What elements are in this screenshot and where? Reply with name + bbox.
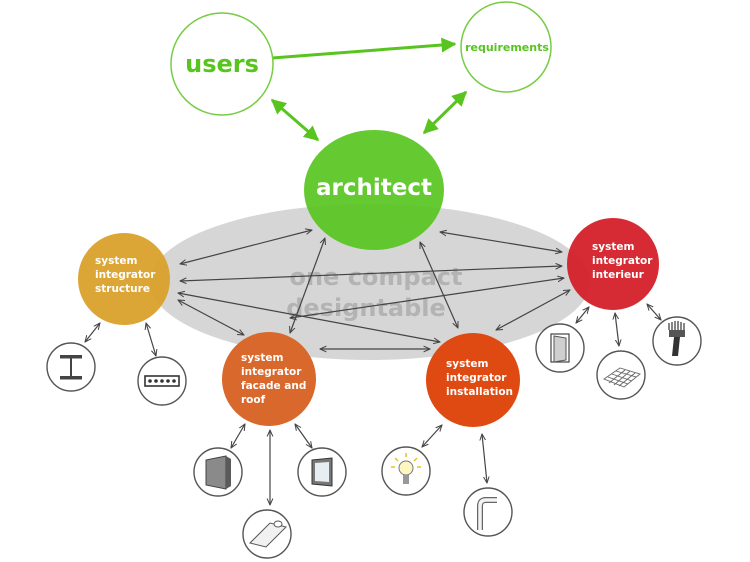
structure-label-line-3: structure	[95, 283, 150, 295]
interieur-label-line-2: integrator	[592, 255, 653, 267]
requirements-circle	[460, 1, 552, 93]
connection-arrows	[178, 230, 570, 349]
interieur-label-line-3: interieur	[592, 269, 645, 281]
designtable-label-line-1: one compact	[289, 263, 462, 291]
requirements-node: requirements	[460, 1, 552, 93]
facade-label-line-3: facade and	[241, 380, 306, 392]
steel-beam-icon	[46, 342, 96, 392]
top-arrows	[270, 37, 468, 142]
arrow-architect-interieur	[440, 232, 562, 252]
users-node: users	[170, 12, 274, 116]
product-arrows	[85, 304, 661, 505]
brush-icon	[652, 316, 702, 366]
arrow-interieur-ceiling	[615, 313, 619, 346]
arrow-installation-interieur	[496, 290, 570, 330]
duct-pipe-icon	[463, 487, 513, 537]
interieur-circle	[567, 218, 659, 310]
requirements-label: requirements	[465, 41, 549, 54]
facade-label-line-4: roof	[241, 394, 266, 406]
arrow-interieur-door	[576, 307, 589, 323]
structure-label-line-1: system	[95, 255, 137, 267]
installation-label-line-2: integrator	[446, 372, 507, 384]
architect-circle	[304, 130, 444, 250]
ceiling-grid-icon	[596, 350, 646, 400]
installation-label-line-3: installation	[446, 386, 513, 398]
arrow-facade-panel	[231, 424, 245, 448]
installation-label-line-1: system	[446, 358, 488, 370]
arrow-structure-beam	[85, 323, 100, 342]
arrow-users-requirements	[271, 37, 457, 60]
arrow-users-architect	[270, 98, 320, 142]
arrow-facade-window	[295, 424, 312, 448]
facade-panel-icon	[193, 447, 243, 497]
interieur-node: system integrator interieur	[567, 218, 659, 310]
arrow-structure-slab	[146, 323, 156, 356]
arrow-installation-bulb	[422, 425, 442, 447]
arrow-architect-structure	[180, 230, 312, 264]
window-frame-icon	[297, 447, 347, 497]
architect-node: architect	[304, 130, 444, 250]
interior-door-icon	[535, 323, 585, 373]
arrow-installation-pipe	[482, 434, 487, 483]
interieur-label-line-1: system	[592, 241, 634, 253]
facade-label-line-2: integrator	[241, 366, 302, 378]
arrow-structure-interieur	[180, 266, 562, 281]
facade-node: system integrator facade and roof	[222, 332, 316, 426]
arrow-facade-interieur	[290, 278, 564, 318]
facade-circle	[222, 332, 316, 426]
architect-label: architect	[316, 175, 432, 201]
structure-circle	[78, 233, 170, 325]
facade-label-line-1: system	[241, 352, 283, 364]
arrow-interieur-brush	[647, 304, 661, 320]
users-circle	[170, 12, 274, 116]
structure-label-line-2: integrator	[95, 269, 156, 281]
structure-node: system integrator structure	[78, 233, 170, 325]
hollow-core-slab-icon	[137, 356, 187, 406]
installation-node: system integrator installation	[426, 333, 520, 427]
light-bulb-icon	[381, 446, 431, 496]
membrane-roll-icon	[242, 509, 292, 559]
arrow-requirements-architect	[422, 90, 468, 135]
installation-circle	[426, 333, 520, 427]
users-label: users	[185, 50, 259, 78]
